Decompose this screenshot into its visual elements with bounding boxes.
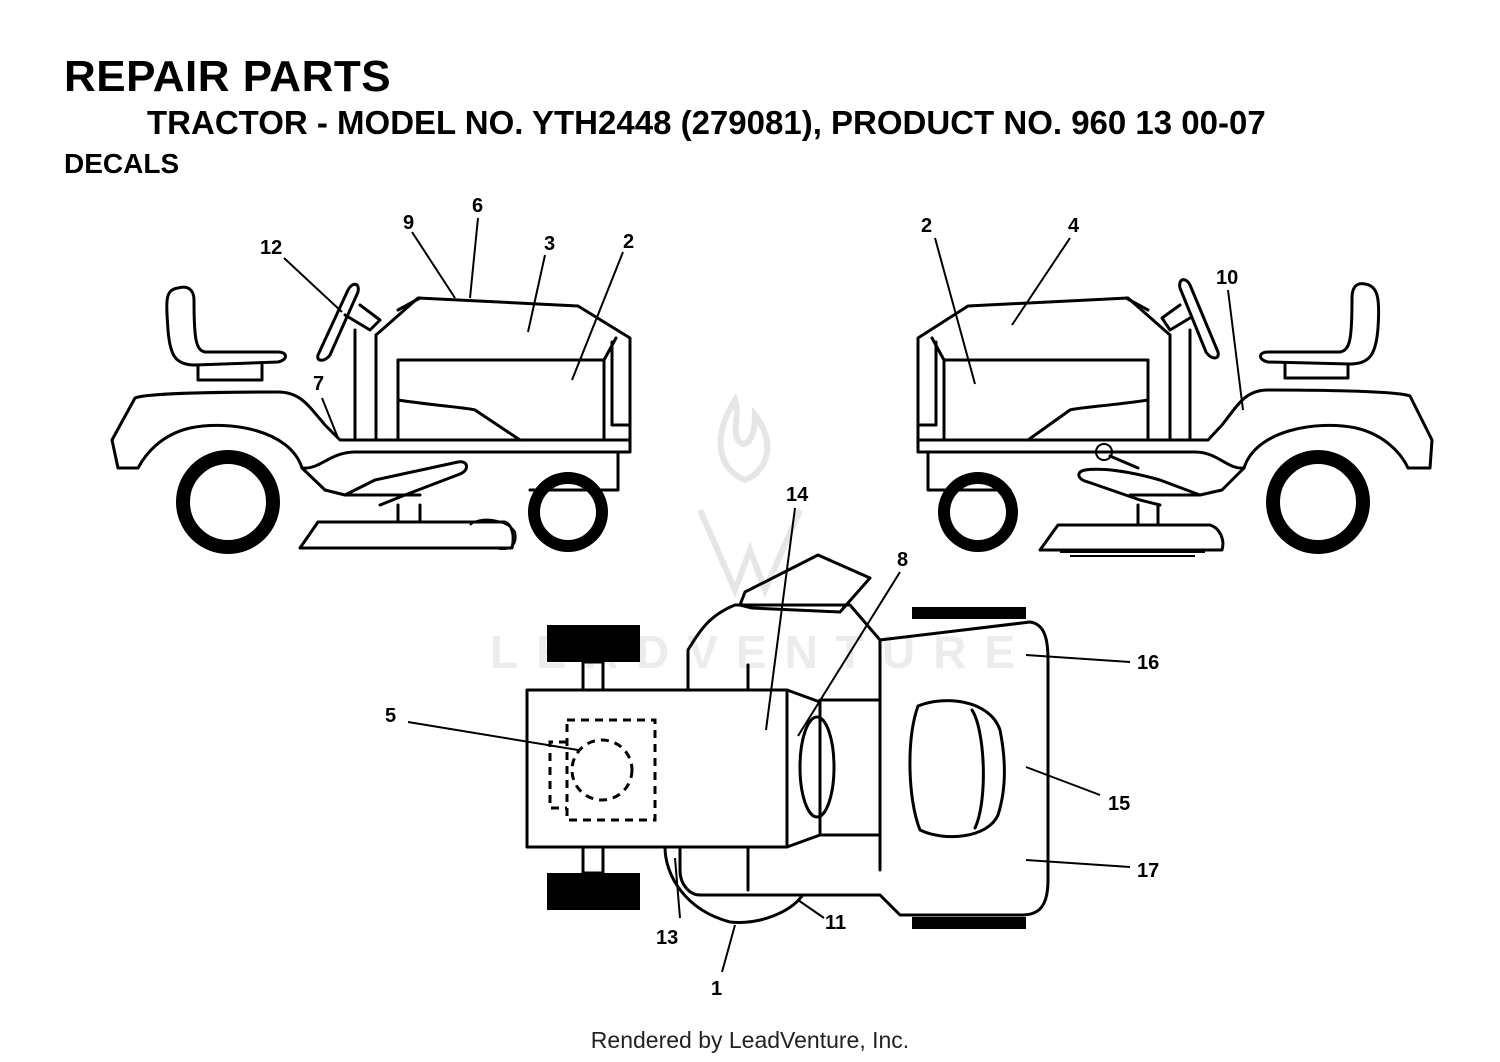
tractor-right-view [916, 278, 1434, 557]
tractor-top-view [525, 553, 1050, 929]
page-title: REPAIR PARTS [64, 52, 392, 101]
callout-11: 11 [825, 912, 846, 934]
callout-12-left: 12 [260, 237, 282, 259]
callout-8: 8 [897, 549, 908, 571]
callout-17: 17 [1137, 860, 1159, 882]
callout-4: 4 [1068, 215, 1080, 237]
footer-credit: Rendered by LeadVenture, Inc. [590, 1027, 910, 1053]
callout-6: 6 [472, 195, 483, 217]
callout-2-right: 2 [921, 215, 932, 237]
callout-3: 3 [544, 233, 555, 255]
section-title: DECALS [64, 148, 180, 179]
callout-10: 10 [1216, 267, 1238, 289]
callout-14: 14 [786, 484, 809, 506]
callouts: 12 9 6 3 2 7 2 4 10 14 8 5 16 15 17 11 1… [260, 195, 1238, 1000]
leader-lines [283, 217, 1244, 973]
callout-2-left: 2 [623, 231, 634, 253]
callout-1: 1 [711, 978, 722, 1000]
tractor-left-view [110, 282, 632, 554]
callout-13: 13 [656, 927, 678, 949]
callout-7: 7 [313, 373, 324, 395]
callout-16: 16 [1137, 652, 1159, 674]
callout-5: 5 [385, 705, 396, 727]
callout-9: 9 [403, 212, 414, 234]
page-subtitle: TRACTOR - MODEL NO. YTH2448 (279081), PR… [147, 104, 1266, 141]
callout-15: 15 [1108, 793, 1130, 815]
